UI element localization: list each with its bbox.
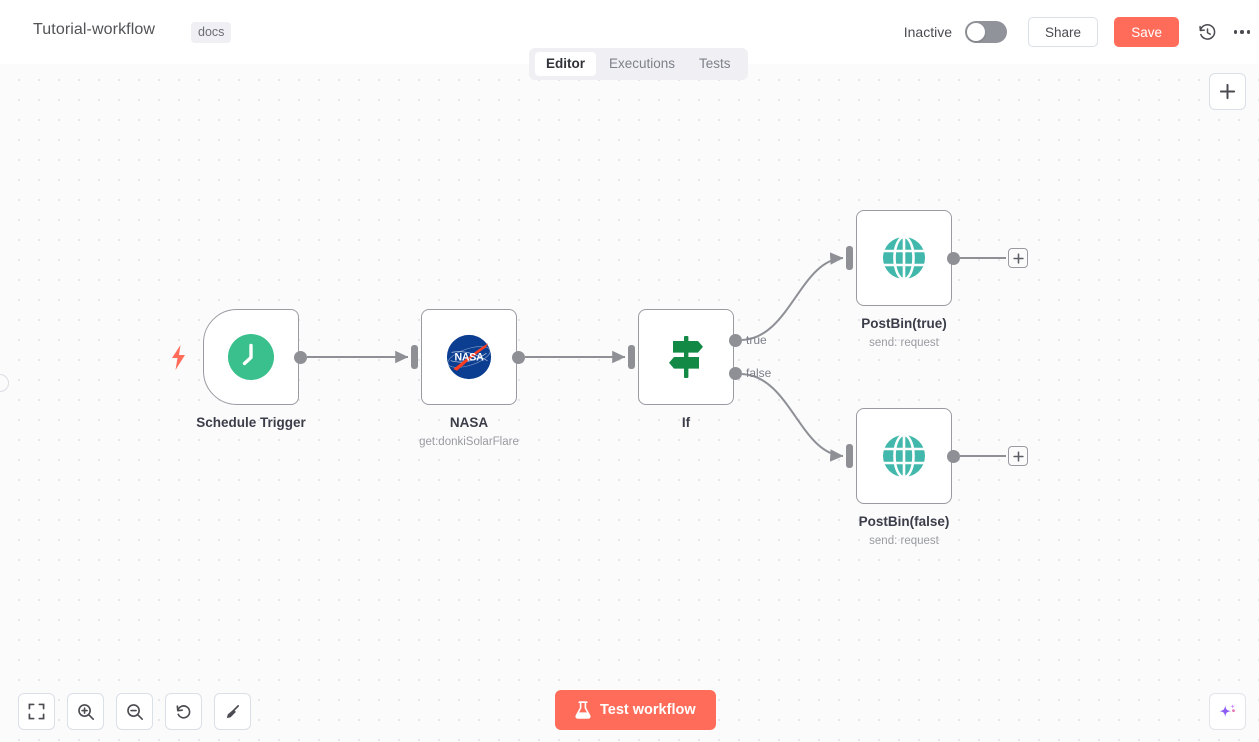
ellipsis-icon (1233, 30, 1251, 34)
zoom-in-icon (77, 703, 94, 720)
save-button[interactable]: Save (1114, 17, 1179, 47)
port-label-false: false (746, 366, 772, 380)
node-subtitle-postbin-true: send: request (869, 337, 939, 349)
workflow-tag-docs[interactable]: docs (191, 22, 232, 43)
node-label-postbin-true: PostBin(true) (861, 316, 947, 331)
plus-icon (1219, 83, 1236, 100)
workflow-title[interactable]: Tutorial-workflow (33, 21, 156, 38)
node-postbin-false[interactable] (856, 408, 952, 504)
reset-zoom-button[interactable] (165, 693, 202, 730)
tab-editor[interactable]: Editor (535, 52, 596, 76)
activation-status-label: Inactive (903, 24, 952, 40)
output-port-schedule-trigger[interactable] (294, 351, 307, 364)
fit-to-view-icon (28, 703, 45, 720)
output-port-nasa[interactable] (512, 351, 525, 364)
add-node-stub-postbin-false[interactable] (1008, 446, 1028, 466)
tab-executions[interactable]: Executions (609, 56, 676, 71)
plus-icon (1012, 450, 1024, 462)
add-node-stub-postbin-true[interactable] (1008, 248, 1028, 268)
tidy-up-button[interactable] (214, 693, 251, 730)
zoom-out-button[interactable] (116, 693, 153, 730)
globe-icon (883, 433, 925, 479)
plus-icon (1012, 252, 1024, 264)
test-workflow-button[interactable]: Test workflow (555, 690, 716, 730)
broom-icon (226, 704, 239, 718)
flask-icon (575, 701, 591, 719)
nasa-logo-icon: NASA (446, 334, 492, 380)
node-postbin-true[interactable] (856, 210, 952, 306)
connection-wires (307, 252, 1006, 462)
wire-if-false-to-postbin-false (741, 373, 844, 462)
node-if[interactable] (638, 309, 734, 405)
activation-toggle[interactable] (965, 21, 1007, 43)
editor-tabs: Editor Executions Tests (529, 48, 748, 80)
node-label-postbin-false: PostBin(false) (858, 514, 950, 529)
input-port-nasa[interactable] (411, 345, 418, 369)
input-port-postbin-true[interactable] (846, 246, 853, 270)
signpost-icon (669, 336, 703, 378)
ai-assistant-button[interactable] (1209, 693, 1246, 730)
zoom-to-fit-button[interactable] (18, 693, 55, 730)
toggle-knob (967, 23, 985, 41)
output-port-if-false[interactable] (729, 367, 742, 380)
lightning-bolt-icon (170, 345, 187, 375)
node-subtitle-postbin-false: send: request (869, 535, 939, 547)
node-label-nasa: NASA (449, 415, 489, 430)
input-port-postbin-false[interactable] (846, 444, 853, 468)
tab-tests[interactable]: Tests (699, 56, 731, 71)
node-label-schedule-trigger: Schedule Trigger (196, 415, 306, 430)
node-schedule-trigger[interactable] (203, 309, 299, 405)
zoom-out-icon (126, 703, 143, 720)
ai-sparkle-icon (1219, 704, 1235, 718)
share-button[interactable]: Share (1027, 17, 1098, 47)
more-options-icon[interactable] (1228, 18, 1256, 46)
zoom-in-button[interactable] (67, 693, 104, 730)
svg-text:NASA: NASA (454, 352, 484, 364)
undo-arrow-icon (176, 704, 190, 719)
globe-icon (883, 235, 925, 281)
input-port-if[interactable] (628, 345, 635, 369)
node-label-if: If (681, 415, 691, 430)
wire-if-true-to-postbin-true (741, 252, 844, 341)
history-clock-icon[interactable] (1193, 18, 1221, 46)
node-subtitle-nasa: get:donkiSolarFlare (419, 436, 519, 448)
clock-icon (228, 334, 274, 380)
output-port-postbin-true[interactable] (947, 252, 960, 265)
workflow-canvas[interactable]: Schedule Trigger NASA NASA get:donkiSola… (0, 64, 1259, 742)
node-nasa[interactable]: NASA (421, 309, 517, 405)
test-workflow-label: Test workflow (600, 702, 696, 718)
port-label-true: true (746, 333, 767, 347)
output-port-postbin-false[interactable] (947, 450, 960, 463)
canvas-zoom-toolbar (18, 693, 251, 730)
output-port-if-true[interactable] (729, 334, 742, 347)
add-node-button[interactable] (1209, 73, 1246, 110)
